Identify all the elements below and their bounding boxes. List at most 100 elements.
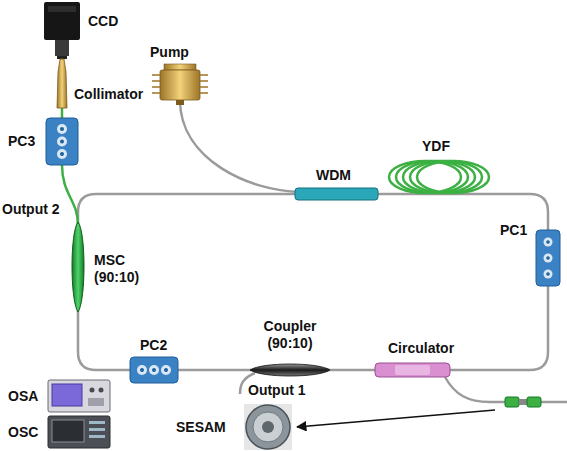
pump-laser	[160, 70, 200, 100]
polarization-controller	[152, 368, 156, 372]
collimator	[57, 59, 67, 108]
polarization-controller	[161, 365, 171, 375]
circulator	[375, 363, 450, 377]
wdm-coupler	[295, 188, 378, 200]
osa-instrument	[48, 380, 110, 412]
wdm-coupler	[295, 188, 378, 200]
polarization-controller	[149, 365, 159, 375]
polarization-controller	[546, 256, 550, 260]
sesam-photo	[253, 412, 283, 442]
sesam-photo	[244, 404, 292, 450]
absorber-label: SESAM	[176, 419, 226, 436]
fiber-coupler	[250, 364, 330, 376]
ccd-camera	[48, 6, 76, 12]
camera-label: CCD	[88, 13, 118, 30]
ccd-camera	[55, 40, 69, 56]
sesam-branch	[445, 377, 567, 407]
pump-laser	[200, 74, 208, 76]
polarization-controller	[130, 357, 178, 383]
osa-instrument	[48, 380, 110, 412]
output-fiber	[61, 108, 64, 118]
polarization-controller	[130, 357, 178, 383]
polarization-controller	[57, 149, 67, 159]
port-label: Output 2	[2, 201, 60, 218]
fiber-coupler	[250, 364, 330, 376]
polarization-controller	[546, 272, 550, 276]
polarization-controller	[140, 368, 144, 372]
ccd-camera	[44, 2, 80, 40]
pump-laser	[152, 80, 160, 82]
fiber-label: YDF	[422, 138, 450, 155]
output-fiber	[62, 165, 78, 225]
pump-label: Pump	[150, 44, 189, 61]
polarization-controller	[536, 230, 560, 286]
msc-coupler	[72, 222, 84, 312]
controller-label: PC2	[140, 337, 167, 354]
polarization-controller	[57, 137, 67, 147]
fiber-coil	[410, 161, 482, 193]
ring-fiber	[78, 194, 548, 370]
pointer-arrow	[297, 410, 495, 427]
polarization-controller	[544, 254, 553, 263]
osa-instrument	[88, 398, 104, 406]
pump-laser	[200, 86, 208, 88]
sesam-photo	[244, 404, 292, 450]
sesam-photo	[262, 421, 274, 433]
osa-instrument	[99, 388, 104, 393]
polarization-controller	[544, 270, 553, 279]
pump-laser	[152, 64, 300, 192]
pump-laser	[152, 86, 160, 88]
osc-instrument	[89, 435, 105, 438]
pump-laser	[200, 92, 208, 94]
polarization-controller	[57, 124, 67, 134]
pump-laser	[176, 100, 184, 105]
sesam-branch	[527, 397, 541, 407]
ccd-camera	[57, 56, 67, 59]
coupler-label: MSC (90:10)	[94, 252, 154, 286]
sesam-photo	[246, 405, 290, 449]
ccd-camera	[44, 2, 80, 59]
polarization-controller	[60, 152, 64, 156]
pump-laser	[152, 74, 160, 76]
pump-laser	[152, 92, 160, 94]
osc-instrument	[48, 416, 110, 448]
instrument-label: OSA	[8, 388, 38, 405]
pump-laser	[164, 64, 196, 70]
collimator	[57, 59, 67, 108]
osc-instrument	[89, 421, 105, 424]
fiber-coil	[417, 161, 489, 193]
polarization-controller	[546, 240, 550, 244]
polarization-controller	[544, 238, 553, 247]
pump-laser	[180, 100, 300, 192]
circulator-label: Circulator	[388, 340, 454, 357]
polarization-controller	[60, 140, 64, 144]
osc-instrument	[48, 416, 110, 448]
sesam-branch	[505, 397, 519, 407]
osa-instrument	[52, 384, 82, 406]
osa-instrument	[90, 388, 95, 393]
fiber-coil	[389, 161, 489, 193]
collimator-label: Collimator	[74, 86, 143, 103]
polarization-controller	[60, 127, 64, 131]
polarization-controller	[164, 368, 168, 372]
port-label: Output 1	[248, 382, 306, 399]
sesam-branch	[519, 399, 527, 405]
fiber-coil	[396, 161, 468, 193]
instrument-label: OSC	[8, 424, 38, 441]
pump-laser	[152, 75, 208, 93]
controller-label: PC1	[500, 222, 527, 239]
wdm-label: WDM	[316, 167, 351, 184]
osc-instrument	[52, 420, 84, 442]
polarization-controller	[46, 118, 78, 165]
msc-coupler	[72, 222, 84, 312]
ring-fiber	[78, 194, 548, 370]
osc-instrument	[89, 428, 105, 431]
coupler-label: Coupler (90:10)	[257, 318, 323, 352]
controller-label: PC3	[8, 133, 35, 150]
fiber-coil	[403, 161, 475, 193]
pump-laser	[200, 80, 208, 82]
circulator	[375, 363, 450, 377]
polarization-controller	[536, 230, 560, 286]
circulator	[395, 365, 430, 375]
